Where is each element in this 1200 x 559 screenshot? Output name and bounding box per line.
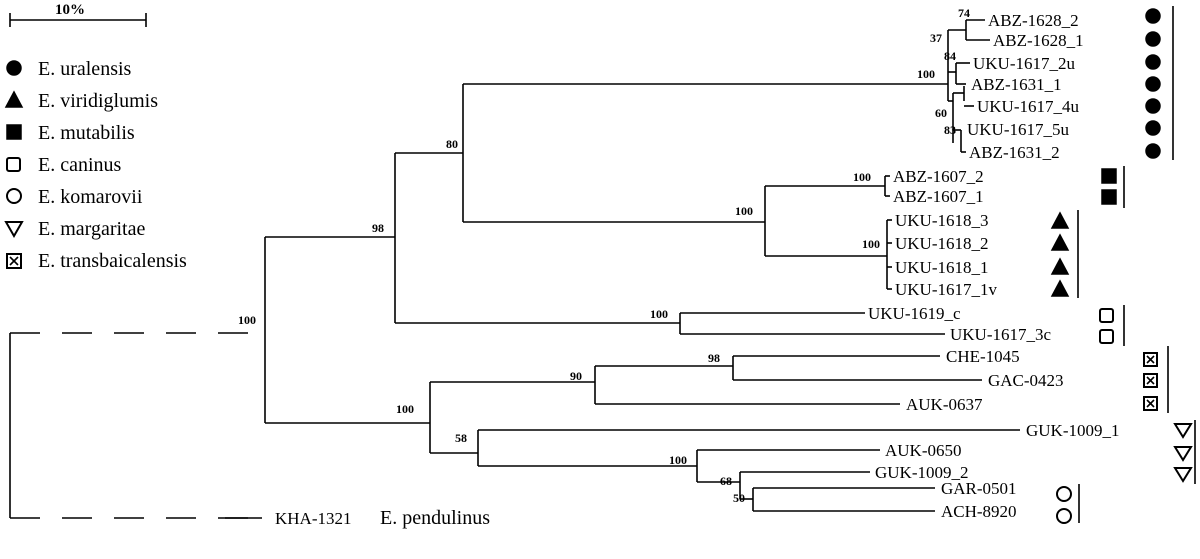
bootstrap-value: 58 [455, 431, 467, 445]
filled-circle-icon [1145, 98, 1161, 114]
filled-square-icon [1101, 168, 1117, 184]
legend-item-viridiglumis: E. viridiglumis [4, 90, 158, 112]
scale-bar: 10% [9, 2, 147, 27]
open-circle-icon [1056, 486, 1072, 502]
legend-item-mutabilis: E. mutabilis [6, 122, 135, 144]
legend-label: E. margaritae [38, 218, 145, 240]
bootstrap-value: 100 [735, 204, 753, 218]
leaf-label: AUK-0637 [906, 395, 983, 414]
open-square-icon [1099, 308, 1114, 323]
leaf-label: UKU-1617_4u [977, 97, 1079, 116]
filled-circle-icon [1145, 31, 1161, 47]
filled-square-icon [1101, 189, 1117, 205]
outgroup-species-label: E. pendulinus [380, 507, 490, 529]
legend-item-uralensis: E. uralensis [6, 58, 132, 80]
leaf-label: UKU-1618_2 [895, 234, 989, 253]
legend-label: E. uralensis [38, 58, 132, 80]
scale-bar-label: 10% [55, 2, 85, 18]
leaf-label: ABZ-1628_1 [993, 31, 1084, 50]
leaf-label: UKU-1618_3 [895, 211, 989, 230]
bootstrap-value: 68 [720, 474, 732, 488]
leaf-label: UKU-1617_1v [895, 280, 997, 299]
bootstrap-value: 100 [650, 307, 668, 321]
filled-circle-icon [1145, 54, 1161, 70]
boxed-x-icon-stroke [1146, 376, 1155, 385]
open-circle-icon [1056, 508, 1072, 524]
legend-label: E. viridiglumis [38, 90, 158, 112]
leaf-label: UKU-1619_c [868, 304, 961, 323]
outgroup-leaf-label: KHA-1321 [275, 509, 352, 528]
leaf-label: UKU-1617_5u [967, 120, 1069, 139]
legend-item-transbaicalensis: E. transbaicalensis [6, 250, 187, 272]
filled-triangle-icon [4, 90, 24, 108]
filled-triangle-icon [1050, 211, 1070, 229]
boxed-x-icon-stroke [9, 256, 19, 266]
open-down-triangle-icon [1173, 446, 1193, 462]
open-down-triangle-icon [1173, 423, 1193, 439]
bootstrap-value: 98 [708, 351, 720, 365]
leaf-label: GUK-1009_1 [1026, 421, 1120, 440]
boxed-x-icon-stroke [1146, 355, 1155, 364]
filled-triangle-icon [1050, 257, 1070, 275]
leaf-label: GAC-0423 [988, 371, 1064, 390]
bootstrap-value: 50 [733, 491, 745, 505]
filled-circle-icon [1145, 143, 1161, 159]
bootstrap-value: 98 [372, 221, 384, 235]
leaf-label: UKU-1617_2u [973, 54, 1075, 73]
leaf-label: ABZ-1607_2 [893, 167, 984, 186]
bootstrap-value: 90 [570, 369, 582, 383]
boxed-x-icon-stroke [1146, 399, 1155, 408]
leaf-label: ABZ-1631_2 [969, 143, 1060, 162]
filled-triangle-icon [1050, 233, 1070, 251]
leaf-label: ACH-8920 [941, 502, 1017, 521]
filled-square-icon [6, 124, 22, 140]
leaf-labels: ABZ-1628_2 ABZ-1628_1 UKU-1617_2u ABZ-16… [868, 11, 1120, 521]
leaf-label: UKU-1618_1 [895, 258, 989, 277]
bootstrap-values: 74 37 84 100 60 83 80 100 100 100 98 100… [238, 6, 970, 505]
bootstrap-value: 60 [935, 106, 947, 120]
leaf-label: CHE-1045 [946, 347, 1020, 366]
filled-circle-icon [6, 60, 22, 76]
open-square-icon [6, 157, 21, 172]
leaf-label: ABZ-1628_2 [988, 11, 1079, 30]
outgroup: KHA-1321 E. pendulinus [275, 507, 490, 529]
bootstrap-value: 100 [396, 402, 414, 416]
bootstrap-value: 84 [944, 49, 956, 63]
tree-branches [9, 19, 1020, 519]
bootstrap-value: 100 [862, 237, 880, 251]
open-circle-icon [6, 188, 22, 204]
bootstrap-value: 80 [446, 137, 458, 151]
filled-triangle-icon [1050, 279, 1070, 297]
bootstrap-value: 83 [944, 123, 956, 137]
filled-circle-icon [1145, 76, 1161, 92]
legend-item-komarovii: E. komarovii [6, 186, 143, 208]
leaf-label: ABZ-1631_1 [971, 75, 1062, 94]
filled-circle-icon [1145, 8, 1161, 24]
filled-circle-icon [1145, 120, 1161, 136]
legend-item-caninus: E. caninus [6, 154, 122, 176]
leaf-label: UKU-1617_3c [950, 325, 1051, 344]
leaf-label: GUK-1009_2 [875, 463, 969, 482]
legend-label: E. transbaicalensis [38, 250, 187, 272]
bootstrap-value: 37 [930, 31, 942, 45]
bootstrap-value: 100 [669, 453, 687, 467]
open-square-icon [1099, 329, 1114, 344]
bootstrap-value: 100 [238, 313, 256, 327]
bootstrap-value: 100 [853, 170, 871, 184]
legend-label: E. caninus [38, 154, 122, 176]
legend: E. uralensis E. viridiglumis E. mutabili… [4, 58, 187, 272]
leaf-label: AUK-0650 [885, 441, 962, 460]
legend-label: E. mutabilis [38, 122, 135, 144]
leaf-label: ABZ-1607_1 [893, 187, 984, 206]
open-down-triangle-icon [4, 221, 24, 239]
species-markers [1050, 6, 1196, 524]
bootstrap-value: 74 [958, 6, 970, 20]
leaf-label: GAR-0501 [941, 479, 1017, 498]
open-down-triangle-icon [1173, 467, 1193, 483]
bootstrap-value: 100 [917, 67, 935, 81]
legend-label: E. komarovii [38, 186, 143, 208]
legend-item-margaritae: E. margaritae [4, 218, 145, 240]
